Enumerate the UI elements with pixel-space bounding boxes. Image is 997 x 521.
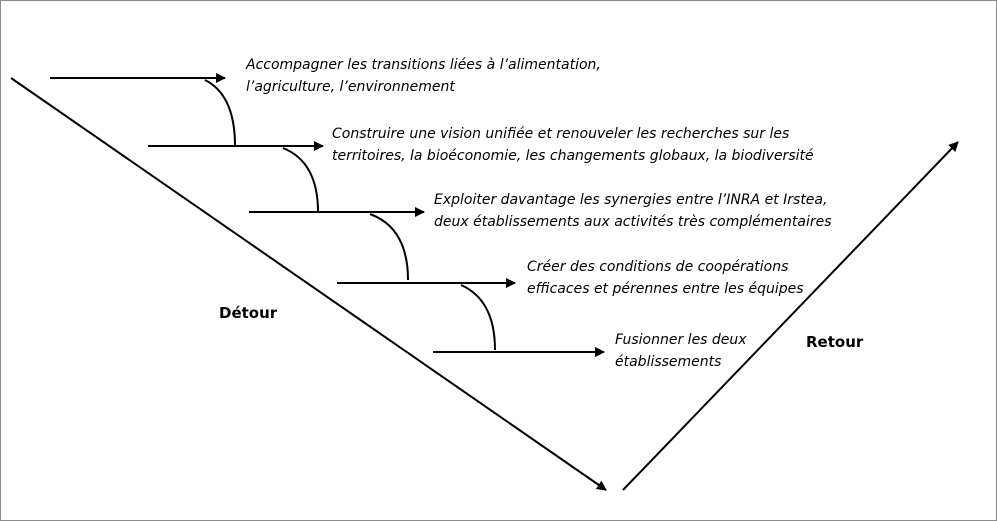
step-1-text-line1: Accompagner les transitions liées à l’al… bbox=[245, 57, 601, 73]
step-4-text-line2: efficaces et pérennes entre les équipes bbox=[527, 281, 804, 297]
retour-arrow bbox=[622, 141, 959, 491]
step-3-connector bbox=[369, 213, 409, 281]
step-4-connector bbox=[460, 284, 496, 351]
step-4-text-line1: Créer des conditions de coopérations bbox=[527, 259, 788, 275]
detour-arrow bbox=[10, 77, 607, 491]
step-5-text-line2: établissements bbox=[615, 354, 721, 370]
step-3-text-line2: deux établissements aux activités très c… bbox=[434, 214, 832, 230]
step-2-connector bbox=[282, 147, 319, 213]
step-1-connector bbox=[204, 79, 236, 147]
step-2-text-line1: Construire une vision unifiée et renouve… bbox=[332, 126, 789, 142]
step-2-text-line2: territoires, la bioéconomie, les changem… bbox=[332, 148, 814, 164]
detour-label: Détour bbox=[219, 304, 278, 322]
step-5-text-line1: Fusionner les deux bbox=[615, 332, 747, 348]
step-1-text-line2: l’agriculture, l’environnement bbox=[246, 79, 455, 95]
step-3-text-line1: Exploiter davantage les synergies entre … bbox=[434, 192, 827, 208]
retour-label: Retour bbox=[806, 333, 864, 351]
